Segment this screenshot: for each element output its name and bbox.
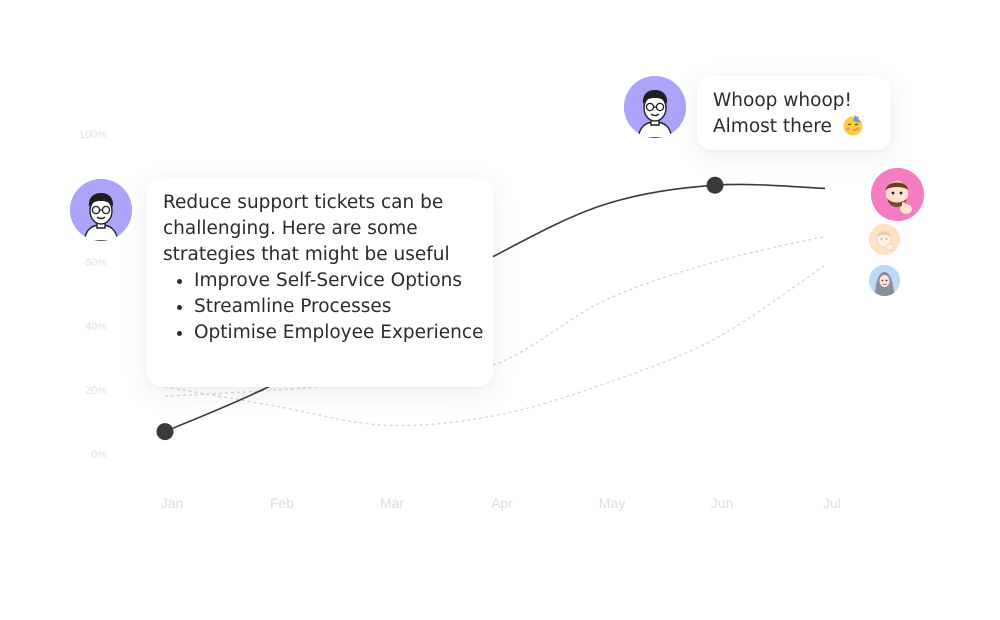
x-tick-label: Jan (161, 495, 184, 511)
person-glasses-avatar-icon (70, 179, 132, 241)
x-axis-ticks: Jan Feb Mar Apr May Jun Jul (161, 495, 841, 511)
x-tick-label: May (599, 495, 625, 511)
y-tick-label: 40% (85, 321, 107, 333)
list-item: Streamline Processes (194, 294, 493, 320)
strategy-list: Improve Self-Service Options Streamline … (163, 268, 493, 346)
x-tick-label: Feb (270, 495, 294, 511)
series-end-avatar-pink (871, 168, 924, 221)
data-point-marker (706, 176, 724, 194)
y-tick-label: 100% (79, 129, 107, 141)
x-tick-label: Jun (711, 495, 734, 511)
chat-bubble-main: Reduce support tickets can be challengin… (147, 177, 493, 387)
y-tick-label: 60% (85, 257, 107, 269)
series-markers (156, 176, 724, 441)
person-glasses-avatar-icon (624, 76, 686, 138)
chat-bubble-top: Whoop whoop! Almost there (697, 76, 891, 150)
series-line-dashed (164, 235, 826, 398)
message-line-2-text: Almost there (713, 116, 832, 137)
person-avatar-icon (869, 224, 900, 255)
message-intro: Reduce support tickets can be challengin… (163, 192, 450, 265)
person-hijab-avatar-icon (869, 265, 900, 296)
x-tick-label: Apr (491, 495, 513, 511)
message-line-2: Almost there (713, 114, 891, 140)
y-tick-label: 20% (85, 385, 107, 397)
assistant-avatar-top (624, 76, 686, 138)
series-end-avatar-peach (869, 224, 900, 255)
x-tick-label: Jul (823, 495, 841, 511)
x-tick-label: Mar (380, 495, 404, 511)
partying-face-emoji-icon (843, 115, 863, 136)
list-item: Optimise Employee Experience (194, 320, 493, 346)
y-tick-label: 0% (91, 449, 107, 461)
y-axis-ticks: 0% 20% 40% 60% 100% (79, 129, 107, 461)
assistant-avatar-left (70, 179, 132, 241)
data-point-marker (156, 423, 174, 441)
person-beard-avatar-icon (871, 168, 924, 221)
series-end-avatar-blue (869, 265, 900, 296)
message-line-1: Whoop whoop! (713, 90, 852, 111)
list-item: Improve Self-Service Options (194, 268, 493, 294)
